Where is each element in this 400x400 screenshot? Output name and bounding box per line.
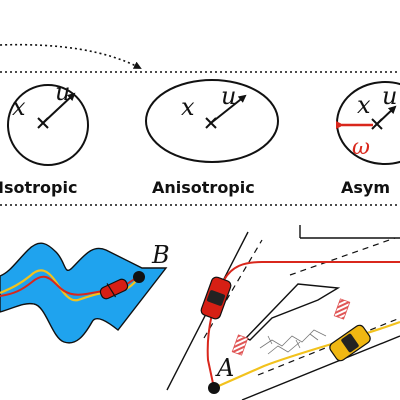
x-symbol: x [357,91,371,119]
red-car-icon [200,276,232,320]
u-vector-arrow [210,94,247,124]
point-b-label: B [151,241,170,269]
road-edge [241,335,400,400]
panel-isotropic: x u Isotropic [0,78,89,197]
isotropic-label: Isotropic [0,178,77,197]
point-b-marker [133,271,145,283]
panel-asymmetric: x u ω Asym [336,81,400,197]
yellow-car-icon [329,324,371,362]
isotropic-circle [7,84,89,166]
barrier [333,298,351,320]
route-yellow [213,320,400,390]
river-scene: B [0,241,170,344]
x-symbol: x [181,93,195,121]
river-water [0,242,168,344]
u-vector-arrow [376,105,397,125]
lane-marker [257,317,400,376]
panel-anisotropic: x u Anisotropic [145,79,279,197]
x-symbol: x [12,93,26,121]
lane-marker [203,239,263,339]
road-island [244,283,341,341]
u-vector-arrow [42,92,76,124]
point-a-marker [208,382,220,394]
omega-symbol: ω [352,135,370,160]
u-symbol: u [382,82,397,110]
lane-marker [289,237,396,276]
barrier [231,334,249,356]
top-dotted-arrow [0,43,142,69]
asymmetric-label: Asym [341,178,390,197]
anisotropic-ellipse [145,79,279,163]
route-red [206,261,400,389]
road-scene: A [166,225,400,400]
u-symbol: u [221,82,236,110]
anisotropic-label: Anisotropic [152,178,255,197]
boat-icon [99,278,129,300]
crack-pattern [259,329,327,355]
point-a-label: A [215,354,234,382]
u-symbol: u [55,78,70,106]
